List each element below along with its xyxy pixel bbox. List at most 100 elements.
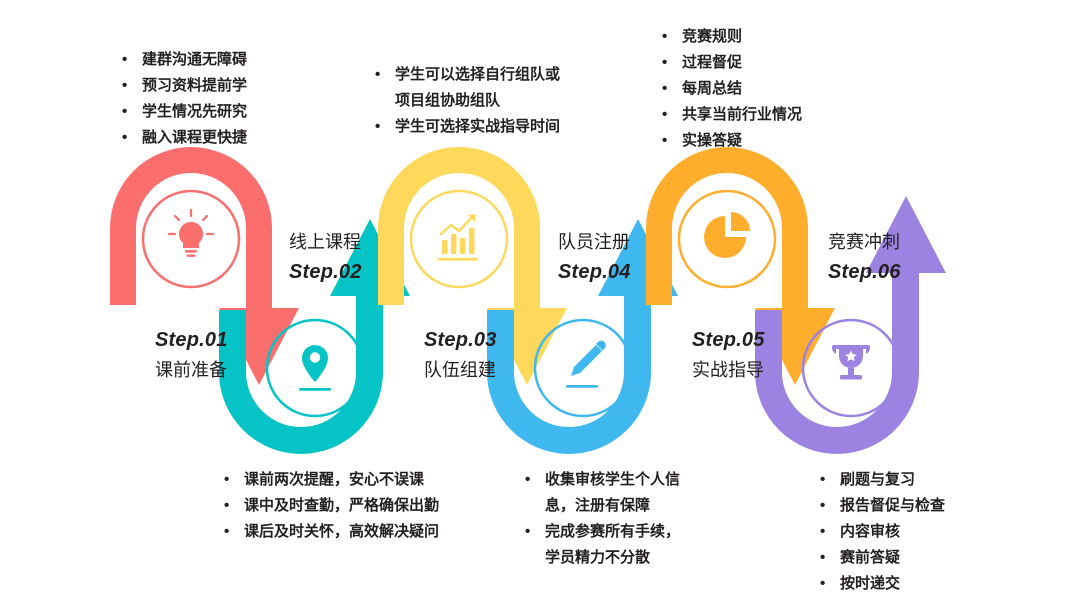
step-04-name: 队员注册 (558, 232, 630, 252)
bullet-marker: • (662, 132, 668, 149)
bullet-marker: • (662, 54, 668, 71)
bullet-marker: • (224, 523, 230, 540)
bullet-marker: • (122, 51, 128, 68)
step-05-arrow (646, 147, 835, 385)
bullet-marker: • (122, 103, 128, 120)
step-04-label: 队员注册 Step.04 (558, 227, 631, 287)
bar-chart-growth-icon (438, 214, 478, 261)
list-item-text: 内容审核 (840, 523, 901, 540)
step-06-bullet-list: •刷题与复习 • 报告督促与检查 • 内容审核 • 赛前答疑 • 按时递交 (818, 467, 945, 597)
list-item: • 报告督促与检查 (818, 493, 945, 519)
list-item-text: 学生可以选择自行组队或 (395, 66, 561, 83)
list-item-text: 每周总结 (682, 80, 743, 97)
list-item-text: 预习资料提前学 (142, 77, 248, 94)
pie-chart-icon (704, 212, 750, 258)
step-01-label: Step.01 课前准备 (155, 325, 228, 385)
list-item-text: 共享当前行业情况 (682, 106, 803, 123)
list-item-text: 建群沟通无障碍 (142, 51, 248, 68)
step-05-arrow-path (646, 147, 835, 385)
list-item-text: 赛前答疑 (840, 549, 901, 566)
list-item-text: 学生情况先研究 (142, 103, 248, 120)
step-04-icon-ring (533, 318, 633, 418)
step-02-icon-ring (265, 318, 365, 418)
list-item: • 共享当前行业情况 (660, 102, 802, 128)
list-item-text: 息，注册有保障 (545, 497, 651, 514)
list-item: • 每周总结 (660, 76, 802, 102)
list-item-text: 项目组协助组队 (395, 92, 501, 109)
step-05-label: Step.05 实战指导 (692, 325, 765, 385)
list-item-text: 刷题与复习 (840, 471, 916, 488)
list-item: •刷题与复习 (818, 467, 945, 493)
list-item: •完成参赛所有手续， (523, 519, 680, 545)
step-01-arrow (110, 147, 299, 385)
list-item-text: 实操答疑 (682, 132, 743, 149)
list-item: •收集审核学生个人信 (523, 467, 680, 493)
list-item-continuation: 项目组协助组队 (373, 88, 560, 114)
step-01-bullet-list: • 建群沟通无障碍 • 预习资料提前学 • 学生情况先研究 •融入课程更快捷 (120, 47, 247, 151)
step-02-arrow-path (219, 219, 410, 454)
list-item-text: 过程督促 (682, 54, 743, 71)
step-06-label: 竞赛冲刺 Step.06 (828, 227, 901, 287)
bullet-marker: • (662, 106, 668, 123)
list-item-text: 课前两次提醒，安心不误课 (244, 471, 425, 488)
trophy-icon (832, 345, 870, 380)
lightbulb-icon (167, 208, 215, 257)
list-item: • 预习资料提前学 (120, 73, 247, 99)
list-item-text: 融入课程更快捷 (142, 129, 248, 146)
step-01-arrow-path (110, 147, 299, 385)
bullet-marker: • (224, 497, 230, 514)
bullet-marker: • (662, 80, 668, 97)
list-item-text: 收集审核学生个人信 (545, 471, 681, 488)
step-04-arrow (487, 219, 678, 454)
step-06-arrow (755, 196, 946, 454)
list-item-text: 竞赛规则 (682, 28, 743, 45)
bullet-marker: • (122, 77, 128, 94)
step-02-label: 线上课程 Step.02 (289, 227, 362, 287)
list-item-text: 课中及时查勤，严格确保出勤 (244, 497, 440, 514)
list-item: • 实操答疑 (660, 128, 802, 154)
step-03-icon-ring (409, 189, 509, 289)
list-item: •融入课程更快捷 (120, 125, 247, 151)
bullet-marker: • (820, 549, 826, 566)
step-04-arrow-path (487, 219, 678, 454)
step-03-name: 队伍组建 (424, 360, 496, 380)
list-item-text: 课后及时关怀，高效解决疑问 (244, 523, 440, 540)
list-item: •课前两次提醒，安心不误课 (222, 467, 439, 493)
list-item: • 过程督促 (660, 50, 802, 76)
list-item-text: 报告督促与检查 (840, 497, 946, 514)
step-05-number: Step.05 (692, 329, 765, 351)
step-03-bullet-list: •学生可以选择自行组队或 项目组协助组队 • 学生可选择实战指导时间 (373, 62, 560, 140)
location-pin-icon (299, 345, 331, 391)
bullet-marker: • (662, 28, 668, 45)
bullet-marker: • (525, 523, 531, 540)
list-item: •学生可以选择自行组队或 (373, 62, 560, 88)
list-item: • 课中及时查勤，严格确保出勤 (222, 493, 439, 519)
bullet-marker: • (820, 523, 826, 540)
list-item: • 建群沟通无障碍 (120, 47, 247, 73)
step-01-number: Step.01 (155, 329, 228, 351)
step-05-name: 实战指导 (692, 360, 764, 380)
list-item-continuation: 学员精力不分散 (523, 545, 680, 571)
list-item-text: 按时递交 (840, 575, 901, 592)
bullet-marker: • (820, 575, 826, 592)
list-item: • 竞赛规则 (660, 24, 802, 50)
list-item: • 课后及时关怀，高效解决疑问 (222, 519, 439, 545)
step-03-arrow (378, 147, 567, 385)
list-item: • 按时递交 (818, 571, 945, 597)
list-item: • 内容审核 (818, 519, 945, 545)
bullet-marker: • (375, 118, 381, 135)
list-item-continuation: 息，注册有保障 (523, 493, 680, 519)
step-06-arrow-path (755, 196, 946, 454)
step-02-arrow (219, 219, 410, 454)
list-item-text: 学生可选择实战指导时间 (395, 118, 561, 135)
list-item: • 赛前答疑 (818, 545, 945, 571)
pencil-edit-icon (566, 340, 606, 388)
step-06-icon-ring (801, 318, 901, 418)
list-item-text: 学员精力不分散 (545, 549, 651, 566)
step-02-bullet-list: •课前两次提醒，安心不误课 • 课中及时查勤，严格确保出勤 • 课后及时关怀，高效解… (222, 467, 439, 545)
bullet-marker: • (820, 497, 826, 514)
step-03-number: Step.03 (424, 329, 497, 351)
step-02-name: 线上课程 (289, 232, 361, 252)
